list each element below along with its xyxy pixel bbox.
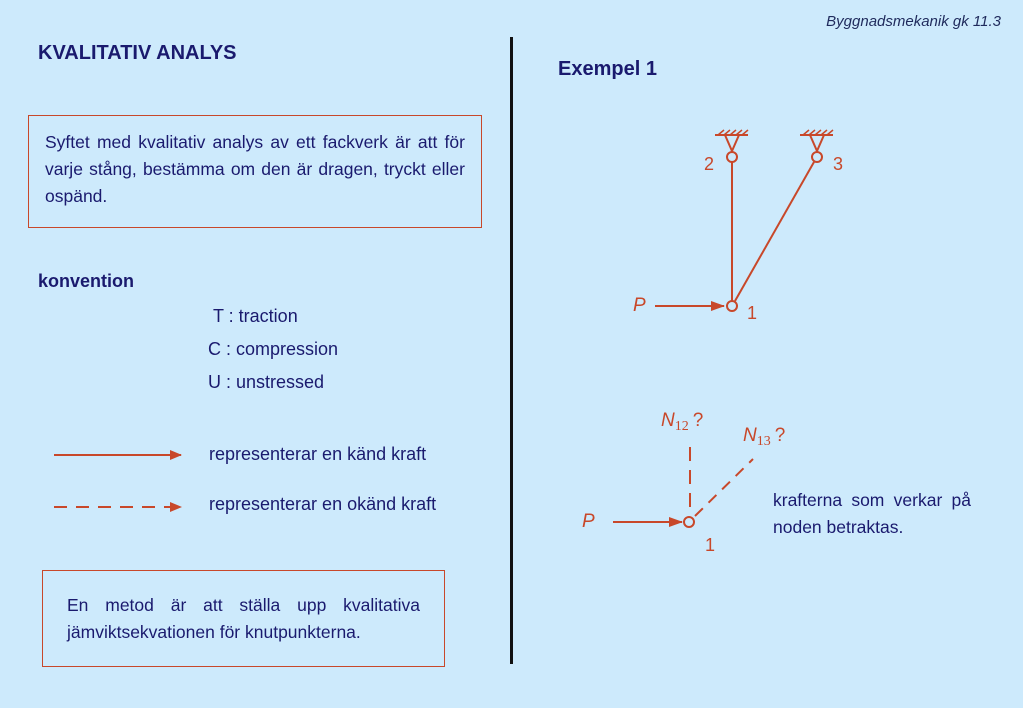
convention-heading: konvention bbox=[38, 271, 135, 291]
node-3-label: 3 bbox=[833, 154, 843, 174]
support-2-triangle bbox=[724, 134, 740, 154]
n12-label: N12? bbox=[661, 410, 703, 434]
n13-force-line bbox=[694, 458, 754, 517]
node-3 bbox=[811, 151, 823, 163]
fbd-node-1-label: 1 bbox=[705, 535, 715, 555]
convention-unstressed: U : unstressed bbox=[208, 372, 325, 392]
legend-known-label: representerar en känd kraft bbox=[209, 444, 427, 464]
n13-label: N13? bbox=[743, 425, 785, 449]
method-box: En metod är att ställa upp kvalitativa j… bbox=[42, 570, 445, 667]
support-2-hatch bbox=[717, 129, 749, 136]
page-title: KVALITATIV ANALYS bbox=[38, 42, 237, 64]
fbd-note: krafterna som verkar på noden betraktas. bbox=[773, 490, 971, 537]
truss-diagram: 2 3 1 P 1 P N12? N13? bbox=[582, 129, 843, 555]
fbd-load-label: P bbox=[582, 511, 595, 532]
intro-box: Syftet med kvalitativ analys av ett fack… bbox=[28, 115, 482, 228]
legend-unknown-label: representerar en okänd kraft bbox=[209, 494, 437, 514]
node-2-label: 2 bbox=[704, 154, 714, 174]
legend-arrows bbox=[54, 450, 182, 512]
bar-1-3 bbox=[734, 161, 815, 302]
example-title: Exempel 1 bbox=[558, 58, 657, 80]
node-1 bbox=[726, 300, 738, 312]
fbd-node-1 bbox=[683, 516, 695, 528]
convention-traction: T : traction bbox=[213, 306, 298, 326]
node-1-label: 1 bbox=[747, 303, 757, 323]
page-reference: Byggnadsmekanik gk 11.3 bbox=[826, 13, 1001, 30]
column-divider bbox=[510, 37, 513, 664]
support-3-triangle bbox=[809, 134, 825, 154]
node-2 bbox=[726, 151, 738, 163]
support-3-hatch bbox=[802, 129, 834, 136]
convention-compression: C : compression bbox=[208, 339, 339, 359]
load-p-label: P bbox=[633, 295, 646, 316]
